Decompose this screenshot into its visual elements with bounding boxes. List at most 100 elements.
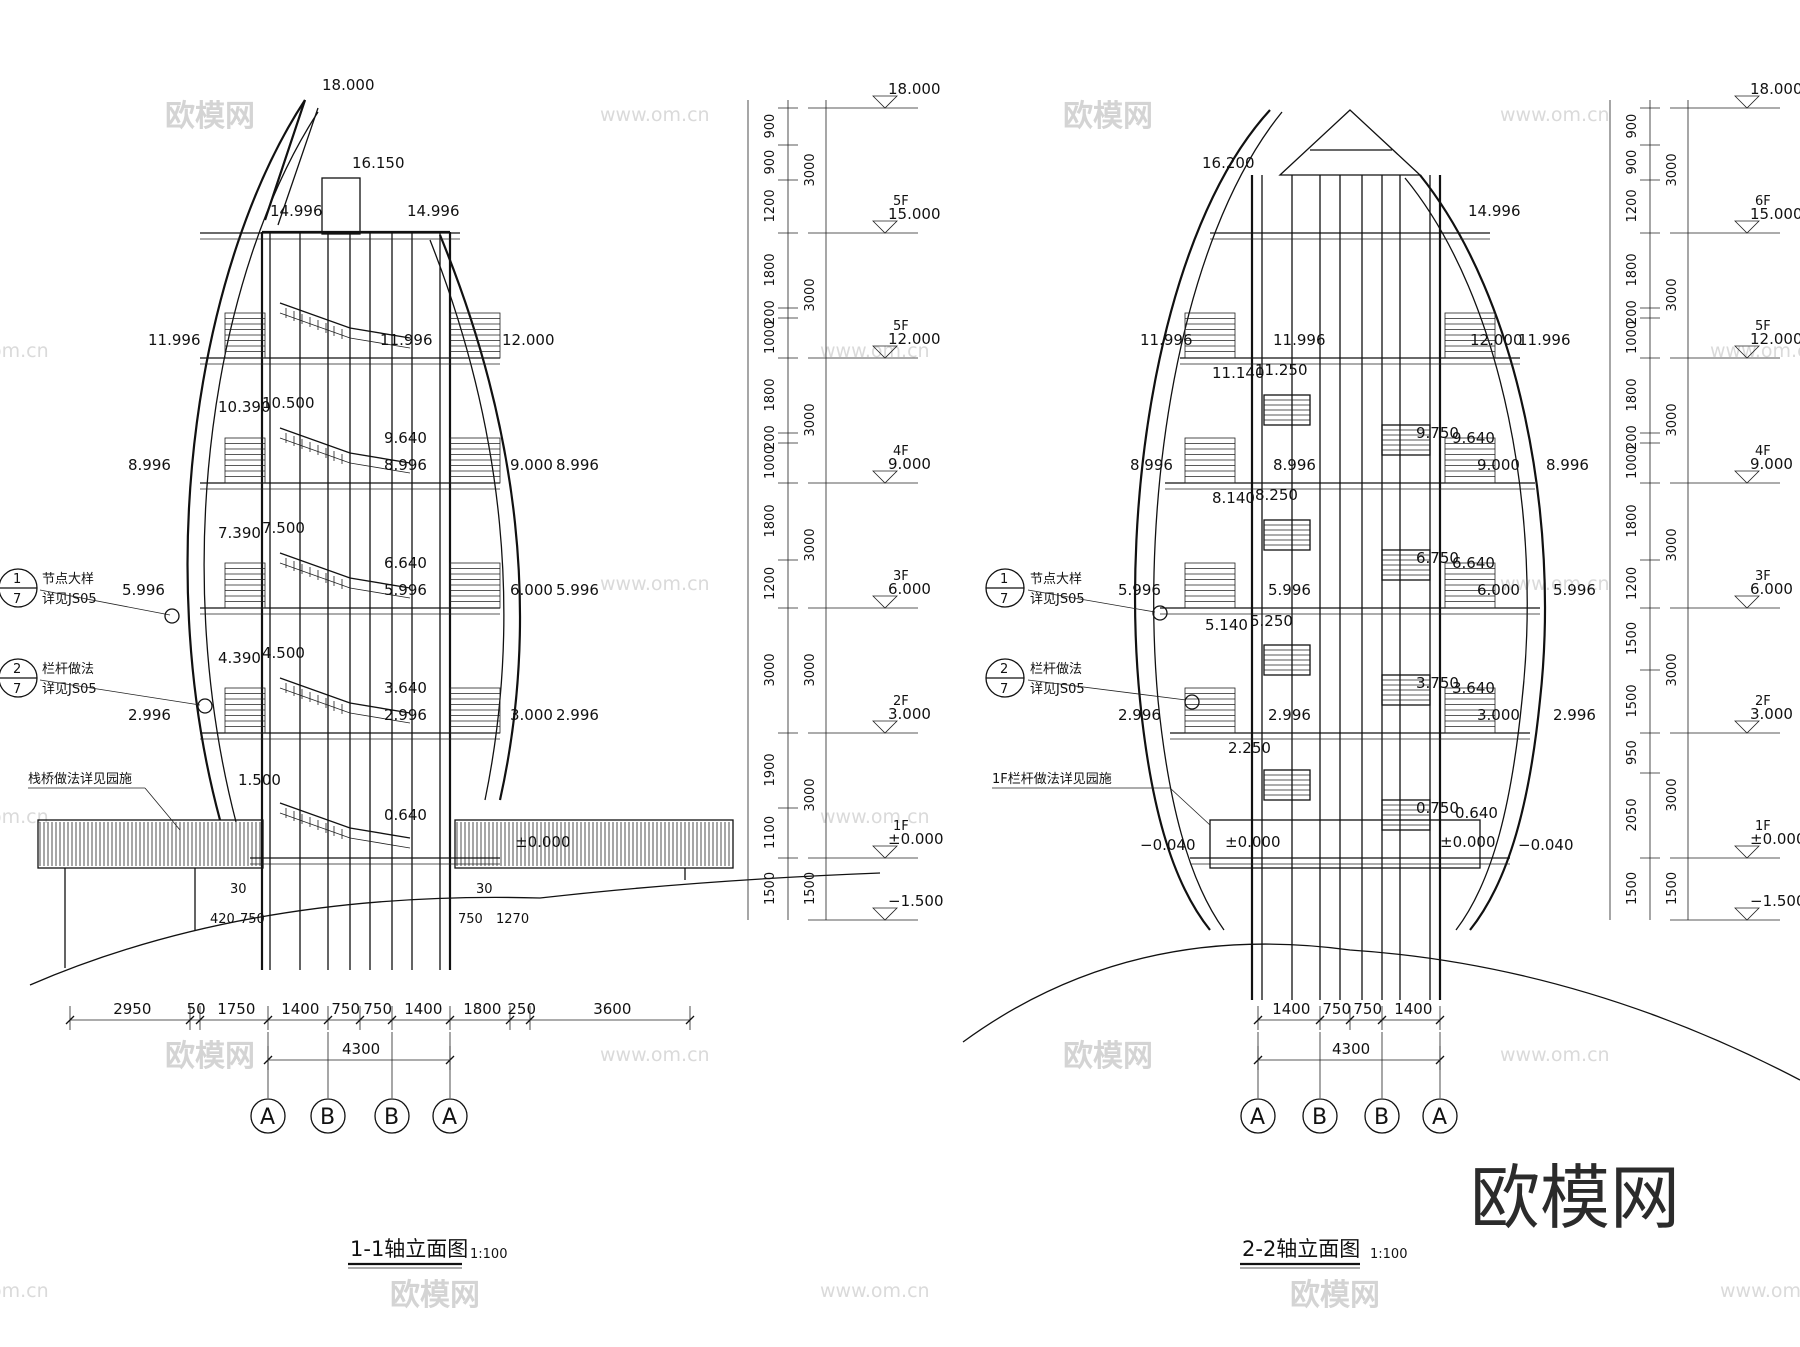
floor-slabs-2-2 [1160, 232, 1540, 865]
elev-label: 11.996 [380, 331, 433, 349]
dimension-value: 1400 [1272, 1000, 1310, 1018]
level-floor: 5F [893, 194, 909, 209]
watermark-url-fragment: om.cn [0, 806, 49, 828]
axis-bubble [250, 1098, 286, 1134]
platform-railing [449, 312, 501, 359]
axis-label: A [260, 1105, 275, 1130]
elev-label: 4.500 [262, 644, 305, 662]
dimension-value: 1200 [1625, 567, 1640, 600]
dimension-value: 900 [1625, 150, 1640, 175]
elev-label: 4.390 [218, 649, 261, 667]
dimension-value: 1000 [763, 446, 778, 479]
elev-label: 8.996 [384, 456, 427, 474]
dimension-value: 3000 [803, 528, 818, 561]
elev-label: 3.000 [510, 706, 553, 724]
dimension-value: 3000 [1665, 403, 1680, 436]
level-marker [1734, 95, 1760, 109]
dimension-value: 1200 [763, 567, 778, 600]
detail-symbol-number: 2 [1000, 662, 1008, 677]
elev-label: 2.996 [1118, 706, 1161, 724]
stair-flight [279, 302, 411, 339]
level-value: 6.000 [1750, 580, 1793, 598]
watermark-url-fragment: om.cn [0, 340, 49, 362]
dimension-value: 1270 [496, 912, 529, 927]
detail-symbol-number: 1 [1000, 572, 1008, 587]
elev-label: 11.996 [148, 331, 201, 349]
level-value: 15.000 [1750, 205, 1800, 223]
elev-label: 3.640 [1452, 679, 1495, 697]
dimension-value: 3000 [803, 778, 818, 811]
level-floor: 1F [893, 819, 909, 834]
elev-label: 12.000 [1470, 331, 1523, 349]
dimension-tick [445, 1015, 455, 1025]
dimension-value: 1800 [1625, 378, 1640, 411]
elev-label: 5.996 [1268, 581, 1311, 599]
dimension-value: 900 [763, 114, 778, 139]
level-value: −1.500 [888, 892, 944, 910]
shell-outline-right [1419, 174, 1547, 931]
level-floor: 4F [893, 444, 909, 459]
elev-label: 3.750 [1416, 674, 1459, 692]
note-text: 栏杆做法 [1030, 662, 1082, 677]
dimension-value: 1800 [763, 253, 778, 286]
ground-line [962, 943, 1800, 1081]
elev-label: 6.640 [1452, 554, 1495, 572]
level-marker [872, 470, 898, 484]
dimension-value: 3000 [1665, 153, 1680, 186]
watermark-url: www.om.cn [820, 340, 930, 362]
dimension-value: 2050 [1625, 798, 1640, 831]
dimension-value: 1400 [404, 1000, 442, 1018]
platform-railing [1184, 437, 1236, 484]
dimension-value: 3000 [803, 653, 818, 686]
dimension-value: 200 [1625, 300, 1640, 325]
axis-bubble [1422, 1098, 1458, 1134]
dimension-tick [355, 1015, 365, 1025]
dimension-value: 1900 [763, 753, 778, 786]
dimension-total: 4300 [342, 1040, 380, 1058]
level-floor: 1F [1755, 819, 1771, 834]
floor-slabs-1-1 [200, 232, 501, 865]
level-marker [1734, 595, 1760, 609]
stair-flight [279, 427, 411, 464]
shell-outline-right [438, 234, 522, 801]
watermark-logo: 欧模网 [165, 1039, 255, 1074]
elev-label: ±0.000 [1225, 833, 1281, 851]
axis-bubbles-2-2: A B B A [1240, 1032, 1458, 1134]
watermark-url-fragment: om.cn [0, 1280, 49, 1302]
watermark-url: www.om.cn [600, 1044, 710, 1066]
dimension-value: 3600 [593, 1000, 631, 1018]
platform-railing [1184, 562, 1236, 609]
watermark-url: www.om.cn [600, 104, 710, 126]
note-text: 节点大样 [1030, 572, 1082, 587]
elevation-labels-1-1: 18.000 16.150 14.996 11.996 10.390 8.996… [122, 76, 599, 851]
axis-bubble [310, 1098, 346, 1134]
level-floor: 5F [893, 319, 909, 334]
elev-label: 2.996 [556, 706, 599, 724]
level-value: 18.000 [1750, 80, 1800, 98]
drawing-title: 2-2轴立面图 [1242, 1237, 1360, 1261]
level-marker [872, 907, 898, 921]
detail-symbol-sheet: 7 [13, 682, 21, 697]
drawing-title-1-1: 1-1轴立面图 1:100 [348, 1237, 507, 1269]
dimension-value: 3000 [803, 278, 818, 311]
dimension-value: 3000 [1665, 778, 1680, 811]
stair-flight [279, 437, 411, 474]
dimension-value: 950 [1625, 740, 1640, 765]
axis-label: B [320, 1105, 335, 1130]
note-text: 详见JS05 [42, 682, 97, 697]
elev-label: 11.996 [1273, 331, 1326, 349]
note-text: 详见JS05 [42, 592, 97, 607]
elev-label: 14.996 [270, 202, 323, 220]
dimension-value: 1500 [1625, 684, 1640, 717]
detail-symbol-number: 2 [13, 662, 21, 677]
elev-label: 2.996 [1268, 706, 1311, 724]
dimension-value: 1400 [281, 1000, 319, 1018]
level-marker [1734, 720, 1760, 734]
elev-label: −0.040 [1518, 836, 1574, 854]
elev-label: −0.040 [1140, 836, 1196, 854]
axis-bubble [1240, 1098, 1276, 1134]
platform-railing [1444, 687, 1496, 734]
elev-label: 11.140 [1212, 364, 1265, 382]
elevation-1-1: 18.000 16.150 14.996 11.996 10.390 8.996… [0, 76, 944, 1269]
note-text: 栏杆做法 [42, 662, 94, 677]
